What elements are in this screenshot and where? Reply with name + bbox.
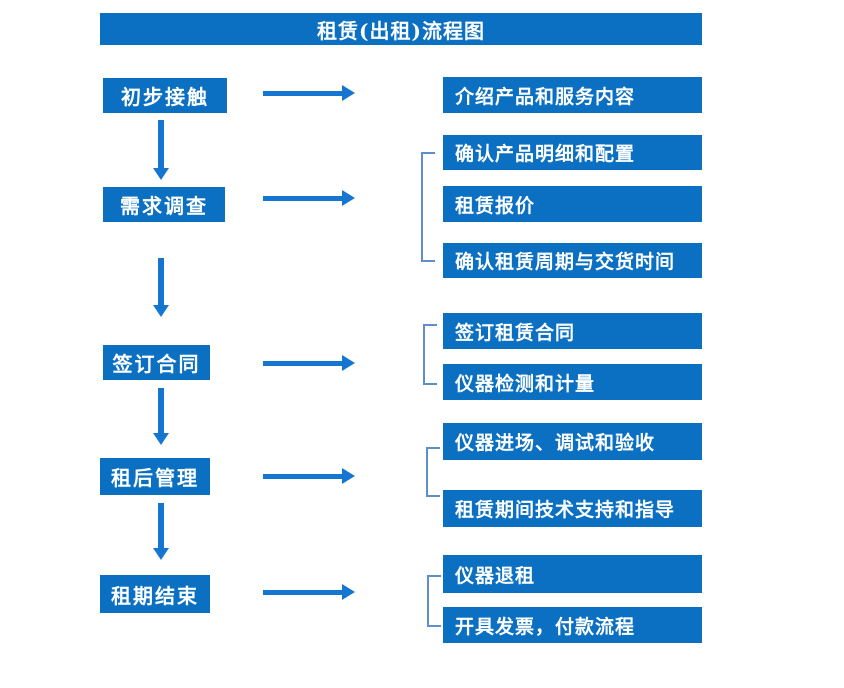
step-box-instrument-setup-acceptance: 仪器进场、调试和验收 [443, 423, 702, 460]
arrow-shaft [158, 258, 164, 305]
group-bracket-icon [421, 152, 435, 262]
stage-box-initial-contact: 初步接触 [103, 78, 227, 113]
stage-box-rental-end: 租期结束 [100, 575, 210, 613]
group-bracket-icon [426, 447, 440, 497]
arrow-right-icon [263, 468, 355, 484]
arrow-right-icon [263, 355, 355, 371]
stage-box-post-rental-management: 租后管理 [100, 458, 210, 495]
arrow-shaft [263, 589, 342, 595]
stage-box-demand-survey: 需求调查 [103, 187, 225, 222]
step-box-confirm-product-details: 确认产品明细和配置 [443, 135, 702, 170]
arrow-head [342, 584, 355, 600]
arrow-head [342, 190, 355, 206]
arrow-shaft [158, 503, 164, 548]
group-bracket-icon [423, 324, 437, 385]
step-box-technical-support: 租赁期间技术支持和指导 [443, 490, 702, 527]
arrow-head [342, 355, 355, 371]
arrow-right-icon [263, 190, 355, 206]
arrow-head [342, 468, 355, 484]
step-box-introduce-products: 介绍产品和服务内容 [443, 77, 702, 113]
diagram-title: 租赁(出租)流程图 [100, 13, 702, 45]
step-box-instrument-return: 仪器退租 [443, 555, 702, 593]
arrow-head [153, 433, 169, 445]
arrow-shaft [263, 360, 342, 366]
arrow-down-icon [153, 120, 169, 180]
arrow-down-icon [153, 503, 169, 560]
arrow-head [153, 305, 169, 317]
arrow-right-icon [263, 584, 355, 600]
arrow-shaft [158, 388, 164, 433]
arrow-shaft [158, 120, 164, 168]
arrow-right-icon [263, 85, 355, 101]
step-box-invoice-payment: 开具发票，付款流程 [443, 607, 702, 643]
arrow-head [153, 548, 169, 560]
arrow-shaft [263, 473, 342, 479]
arrow-down-icon [153, 388, 169, 445]
step-box-confirm-rental-period: 确认租赁周期与交货时间 [443, 243, 702, 278]
arrow-head [153, 168, 169, 180]
arrow-head [342, 85, 355, 101]
step-box-instrument-inspection: 仪器检测和计量 [443, 364, 702, 400]
arrow-down-icon [153, 258, 169, 317]
arrow-shaft [263, 195, 342, 201]
stage-box-sign-contract: 签订合同 [103, 345, 210, 380]
group-bracket-icon [427, 575, 441, 627]
arrow-shaft [263, 90, 342, 96]
step-box-sign-rental-contract: 签订租赁合同 [443, 313, 702, 349]
step-box-rental-quotation: 租赁报价 [443, 186, 702, 222]
